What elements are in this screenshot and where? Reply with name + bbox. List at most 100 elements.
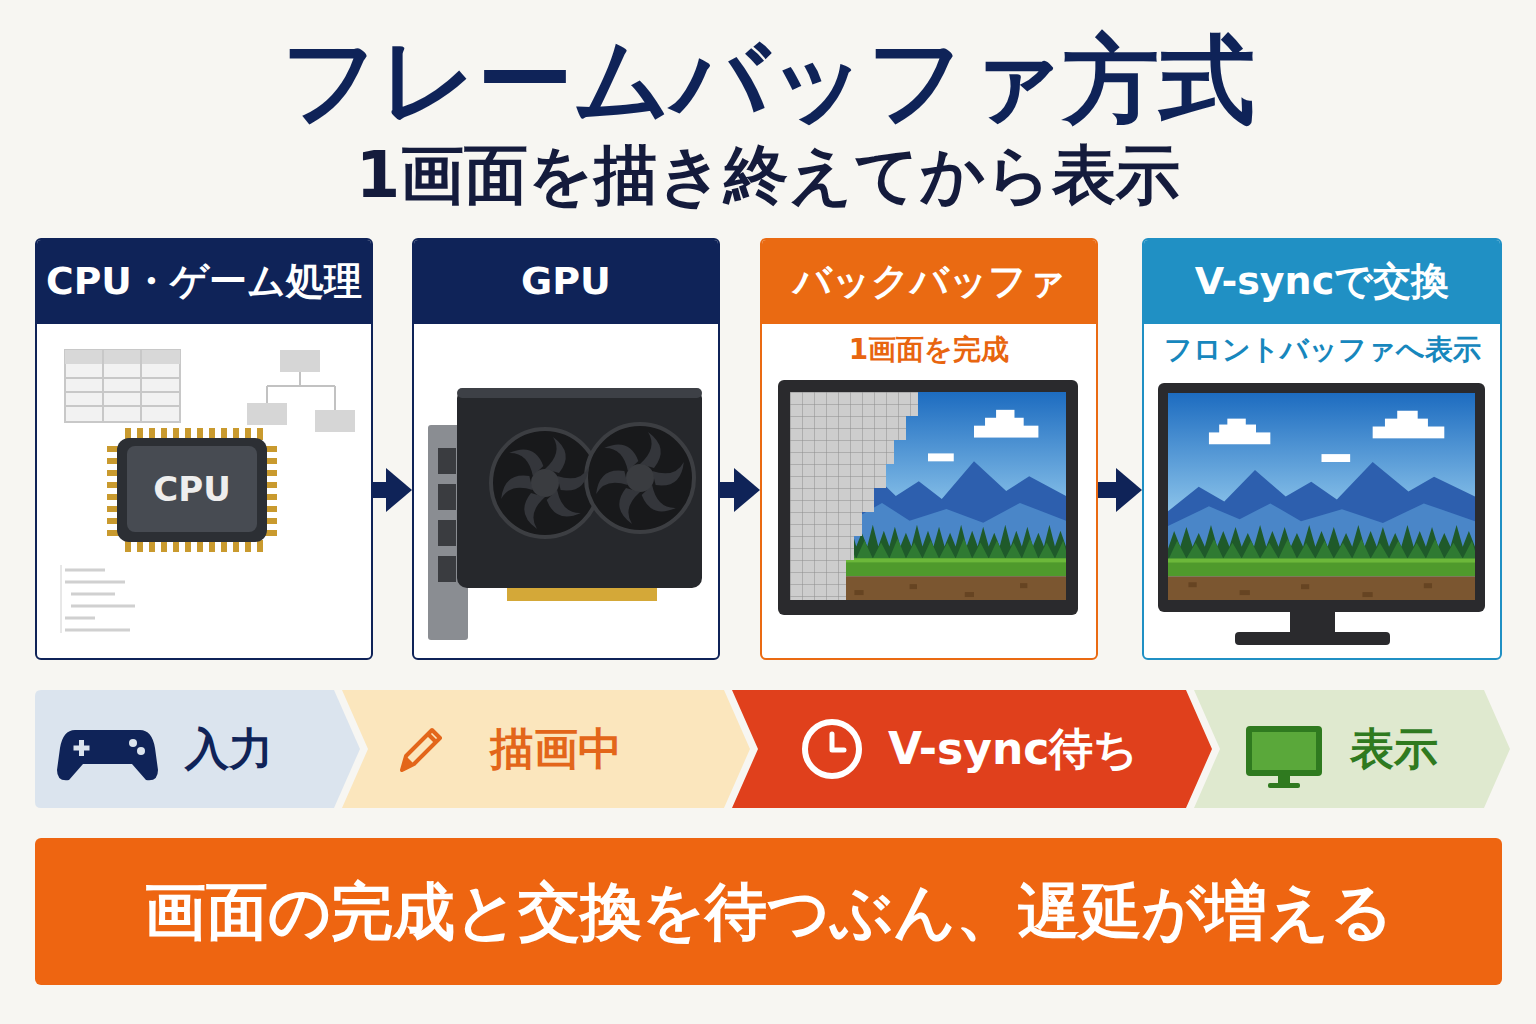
gpu-card (531, 469, 559, 497)
clock-icon (832, 734, 844, 750)
front-buffer-monitor (1168, 393, 1475, 600)
stage-chevron: 描画中 (342, 690, 750, 808)
gpu-card (491, 429, 599, 537)
gpu-bracket (438, 484, 456, 510)
process-box: CPU・ゲーム処理 (35, 238, 373, 660)
stage-chevron: 入力 (35, 690, 360, 808)
box-header: バックバッファ (762, 240, 1096, 324)
flowchart-icon (315, 410, 355, 432)
back-buffer-monitor (790, 392, 1066, 600)
chevron-row: 入力 (35, 690, 360, 808)
box-header: V-syncで交換 (1144, 240, 1500, 324)
gamepad-icon (57, 730, 158, 780)
chip-label: CPU (153, 470, 230, 509)
stage-chevron: V-sync待ち (732, 690, 1212, 808)
buffer-box: V-syncで交換フロントバッファへ表示 (1142, 238, 1502, 660)
monitor-icon (1246, 726, 1322, 776)
cpu-chip (113, 434, 271, 546)
table-icon (65, 350, 180, 422)
gamepad-icon (35, 690, 175, 808)
chevron-fill (1194, 690, 1510, 808)
box-subtitle: フロントバッファへ表示 (1164, 334, 1481, 366)
box-subtitle: 1画面を完成 (849, 334, 1009, 366)
box-title: CPU・ゲーム処理 (46, 260, 362, 303)
code-lines (71, 605, 135, 608)
front-buffer-monitor (1158, 383, 1485, 612)
clock-icon (805, 722, 859, 776)
table-icon (65, 350, 180, 422)
chevron-row: 表示 (1194, 690, 1510, 808)
box-body: フロントバッファへ表示 (1144, 334, 1500, 366)
unfinished-grid (790, 392, 918, 600)
summary-banner: 画面の完成と交換を待つぶん、遅延が増える (35, 838, 1502, 985)
flow-arrow (720, 482, 740, 498)
gpu-card (457, 388, 702, 601)
monitor-icon (1268, 783, 1300, 788)
monitor-icon (1194, 690, 1344, 808)
flow-arrow (373, 482, 392, 498)
gpu-card (554, 460, 596, 496)
unfinished-grid (790, 392, 918, 600)
code-lines (65, 569, 105, 572)
box-title: バックバッファ (793, 260, 1066, 304)
buffer-box: バックバッファ 1画面を完成 (760, 238, 1098, 660)
box-title: GPU (521, 260, 611, 304)
flow-arrow (1098, 482, 1122, 498)
cpu-chip (117, 438, 267, 542)
gpu-card (586, 424, 694, 532)
stage-chevron: 表示 (1194, 690, 1510, 808)
gamepad-icon (74, 746, 90, 751)
code-lines (65, 629, 130, 632)
gpu-card (590, 465, 632, 501)
gpu-card (619, 488, 640, 524)
box-header: CPU・ゲーム処理 (37, 240, 371, 324)
pencil-icon (402, 730, 440, 770)
chevron-fill (732, 690, 1212, 808)
gamepad-icon (137, 747, 145, 755)
banner-text: 画面の完成と交換を待つぶん、遅延が増える (144, 876, 1393, 947)
front-buffer-monitor (1290, 610, 1335, 634)
title: フレームバッファ方式 (281, 25, 1255, 135)
clock-icon (732, 690, 882, 808)
gpu-card (640, 432, 661, 468)
gpu-card (545, 437, 566, 473)
gpu-card (590, 432, 690, 524)
subtitle: 1画面を描き終えてから表示 (356, 139, 1181, 213)
gpu-bracket (438, 556, 456, 582)
flowchart-icon (247, 403, 287, 425)
gpu-card (457, 388, 702, 588)
pencil-icon (402, 756, 414, 770)
chevron-row: 描画中 (342, 690, 750, 808)
gpu-bracket (438, 448, 456, 474)
gpu-card (457, 388, 702, 398)
code-lines (71, 593, 115, 596)
monitor-icon (1252, 732, 1316, 770)
chevron-fill (35, 690, 360, 808)
box-header: GPU (414, 240, 718, 324)
gpu-card (649, 455, 691, 491)
box-title: V-syncで交換 (1195, 260, 1449, 304)
box-body: 1画面を完成 (762, 334, 1096, 366)
gpu-card (626, 464, 654, 492)
stage-label: 描画中 (490, 724, 622, 775)
cpu-chip (127, 446, 257, 532)
gpu-card (524, 493, 545, 529)
back-buffer-monitor (778, 380, 1078, 615)
gpu-card (495, 437, 595, 529)
stage-label: 表示 (1350, 724, 1438, 775)
gpu-bracket (438, 520, 456, 546)
code-lines (65, 617, 95, 620)
stage-label: V-sync待ち (888, 724, 1138, 775)
chevron-fill (342, 690, 750, 808)
table-icon (65, 350, 180, 364)
process-box: GPU (412, 238, 720, 660)
flowchart-icon (247, 350, 355, 432)
code-lines (61, 565, 62, 633)
monitor-icon (1278, 776, 1290, 784)
stage-label: 入力 (185, 724, 273, 775)
pencil-icon (342, 690, 482, 808)
flowchart-icon (280, 350, 320, 372)
gamepad-icon (129, 739, 137, 747)
code-lines (61, 565, 135, 633)
